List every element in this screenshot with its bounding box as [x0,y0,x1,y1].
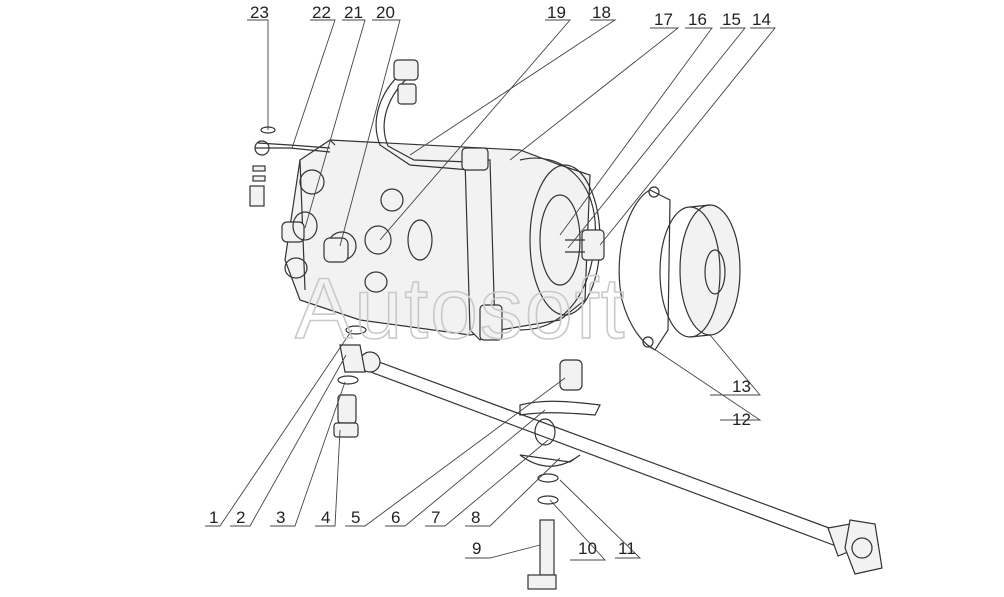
callout-15: 15 [722,10,741,29]
callout-23: 23 [250,3,269,22]
outlet-fittings [281,211,392,263]
shaft-nut [565,229,605,261]
callout-2: 2 [236,508,245,527]
drive-gear [659,204,741,338]
callout-22: 22 [312,3,331,22]
callout-10: 10 [578,539,597,558]
leader-lines [205,19,776,561]
watermark-text: Autosoft [295,261,627,357]
callout-3: 3 [276,508,285,527]
callout-7: 7 [431,508,440,527]
callout-1: 1 [209,508,218,527]
callout-18: 18 [592,3,611,22]
pipe-clamps [519,359,601,590]
control-lever [461,147,503,341]
oil-return-pipe [339,344,883,575]
callout-20: 20 [376,3,395,22]
fuel-pipe [375,59,471,171]
callout-labels: 23 22 21 20 19 18 17 16 15 14 13 12 1 2 … [209,3,771,558]
callout-16: 16 [688,10,707,29]
callout-9: 9 [472,539,481,558]
callout-14: 14 [752,10,771,29]
callout-4: 4 [321,508,330,527]
callout-6: 6 [391,508,400,527]
callout-11: 11 [618,539,636,558]
callout-19: 19 [547,3,566,22]
callout-13: 13 [732,377,751,396]
callout-5: 5 [351,508,360,527]
callout-12: 12 [732,410,751,429]
callout-17: 17 [654,10,673,29]
callout-21: 21 [344,3,363,22]
callout-8: 8 [471,508,480,527]
small-parts-upper-left [249,126,331,207]
